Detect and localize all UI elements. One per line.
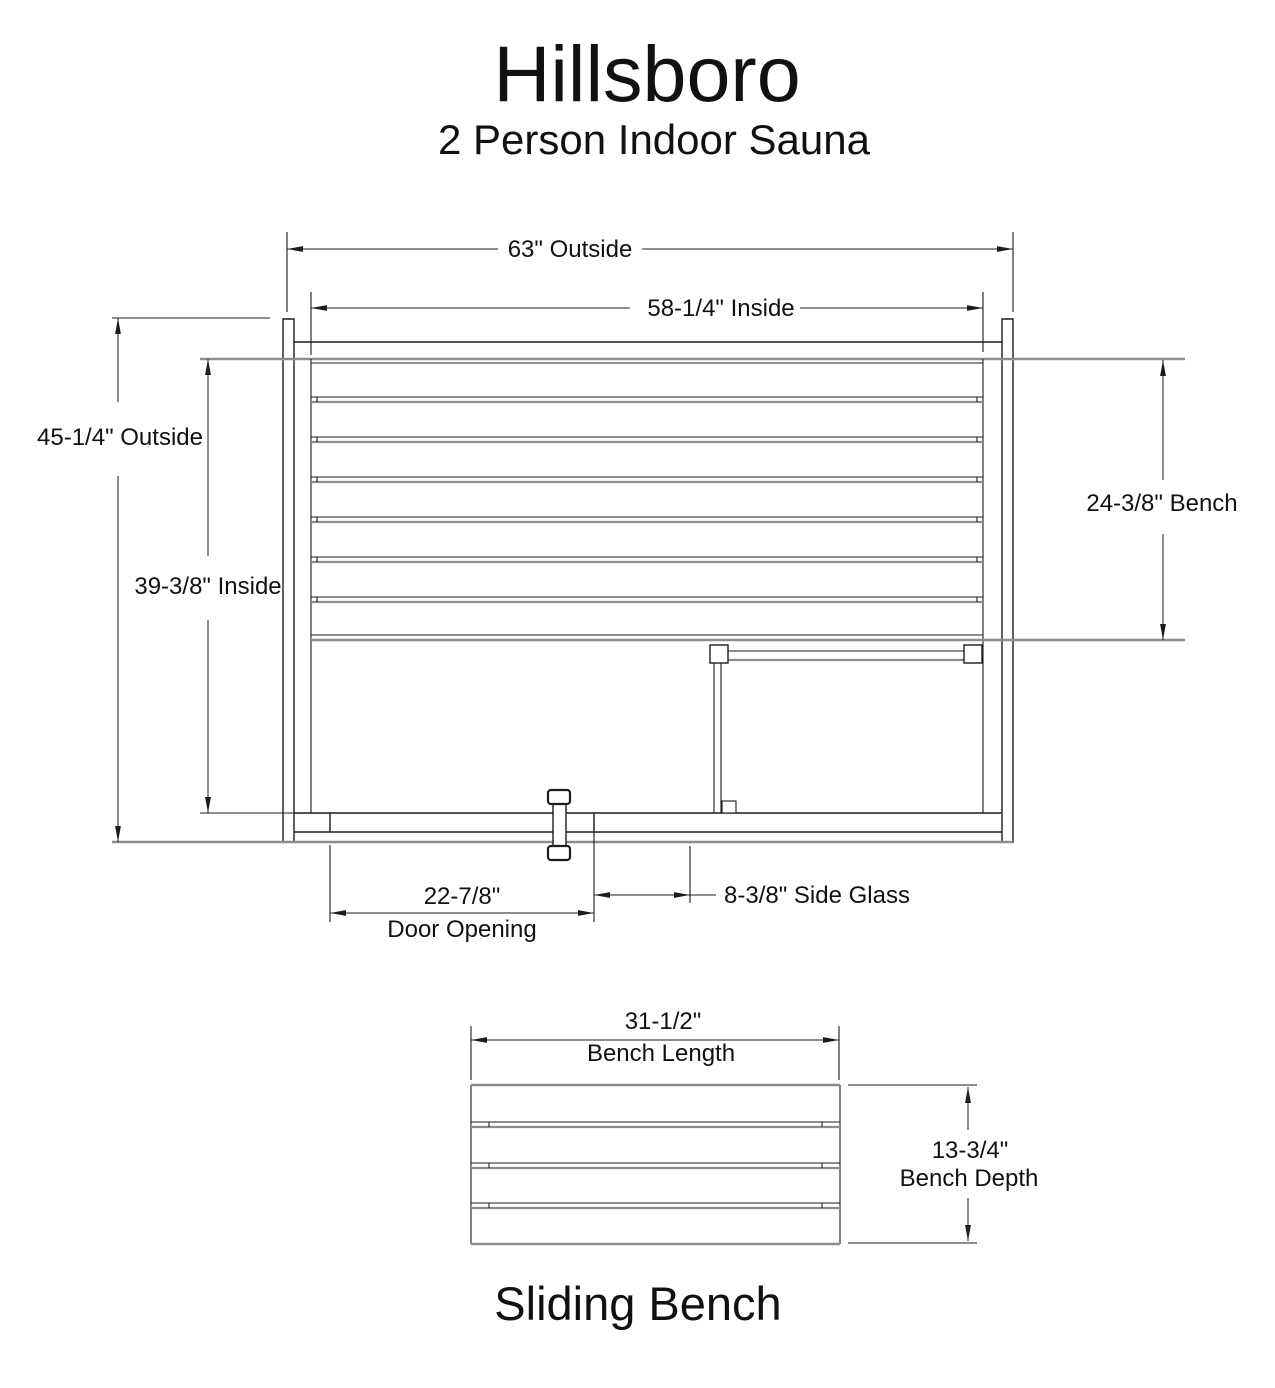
dimension-outside-width: 63" Outside	[286, 232, 1014, 312]
dimension-outside-depth: 45-1/4" Outside	[37, 317, 270, 842]
dimension-bench-depth-plan: 24-3/8" Bench	[1086, 360, 1238, 640]
page-title: Hillsboro	[493, 29, 800, 118]
floor-plan	[112, 318, 1185, 844]
dim-bench-depth-value: 13-3/4"	[932, 1137, 1009, 1164]
right-wall	[1001, 318, 1014, 843]
dimension-door-opening: 22-7/8" Door Opening	[329, 815, 595, 943]
dimension-inside-width: 58-1/4" Inside	[310, 292, 984, 355]
dim-side-glass-label: 8-3/8" Side Glass	[724, 882, 910, 909]
dim-outside-depth-label: 45-1/4" Outside	[37, 424, 203, 451]
dimension-inside-depth: 39-3/8" Inside	[134, 359, 282, 813]
rail-and-partition	[709, 644, 983, 814]
left-wall	[282, 318, 295, 843]
dim-bench-depth-label: Bench Depth	[900, 1165, 1039, 1192]
door-handle-icon	[546, 788, 572, 862]
dim-bench-length-value: 31-1/2"	[625, 1008, 702, 1035]
main-bench	[311, 362, 1185, 642]
bench-slats	[311, 396, 983, 604]
dimension-bench-depth: 13-3/4" Bench Depth	[848, 1084, 1039, 1244]
sliding-bench-drawing	[470, 1083, 841, 1246]
sliding-bench-slats	[471, 1121, 840, 1210]
dim-outside-width-label: 63" Outside	[508, 236, 633, 263]
dim-bench-depth-plan-label: 24-3/8" Bench	[1086, 490, 1237, 517]
rail-post-right	[963, 644, 983, 664]
partition-foot	[721, 800, 737, 814]
sliding-bench-title: Sliding Bench	[494, 1277, 781, 1330]
dim-inside-width-label: 58-1/4" Inside	[647, 295, 794, 322]
dim-inside-depth-label: 39-3/8" Inside	[134, 573, 281, 600]
page-subtitle: 2 Person Indoor Sauna	[438, 116, 871, 163]
dim-door-label: Door Opening	[387, 916, 536, 943]
dim-bench-length-label: Bench Length	[587, 1040, 735, 1067]
dim-door-value: 22-7/8"	[424, 883, 501, 910]
rail-post-left	[709, 644, 729, 664]
dimension-side-glass: 8-3/8" Side Glass	[594, 846, 910, 909]
dimension-bench-length: 31-1/2" Bench Length	[470, 1008, 840, 1080]
title-block: Hillsboro 2 Person Indoor Sauna	[438, 29, 871, 163]
